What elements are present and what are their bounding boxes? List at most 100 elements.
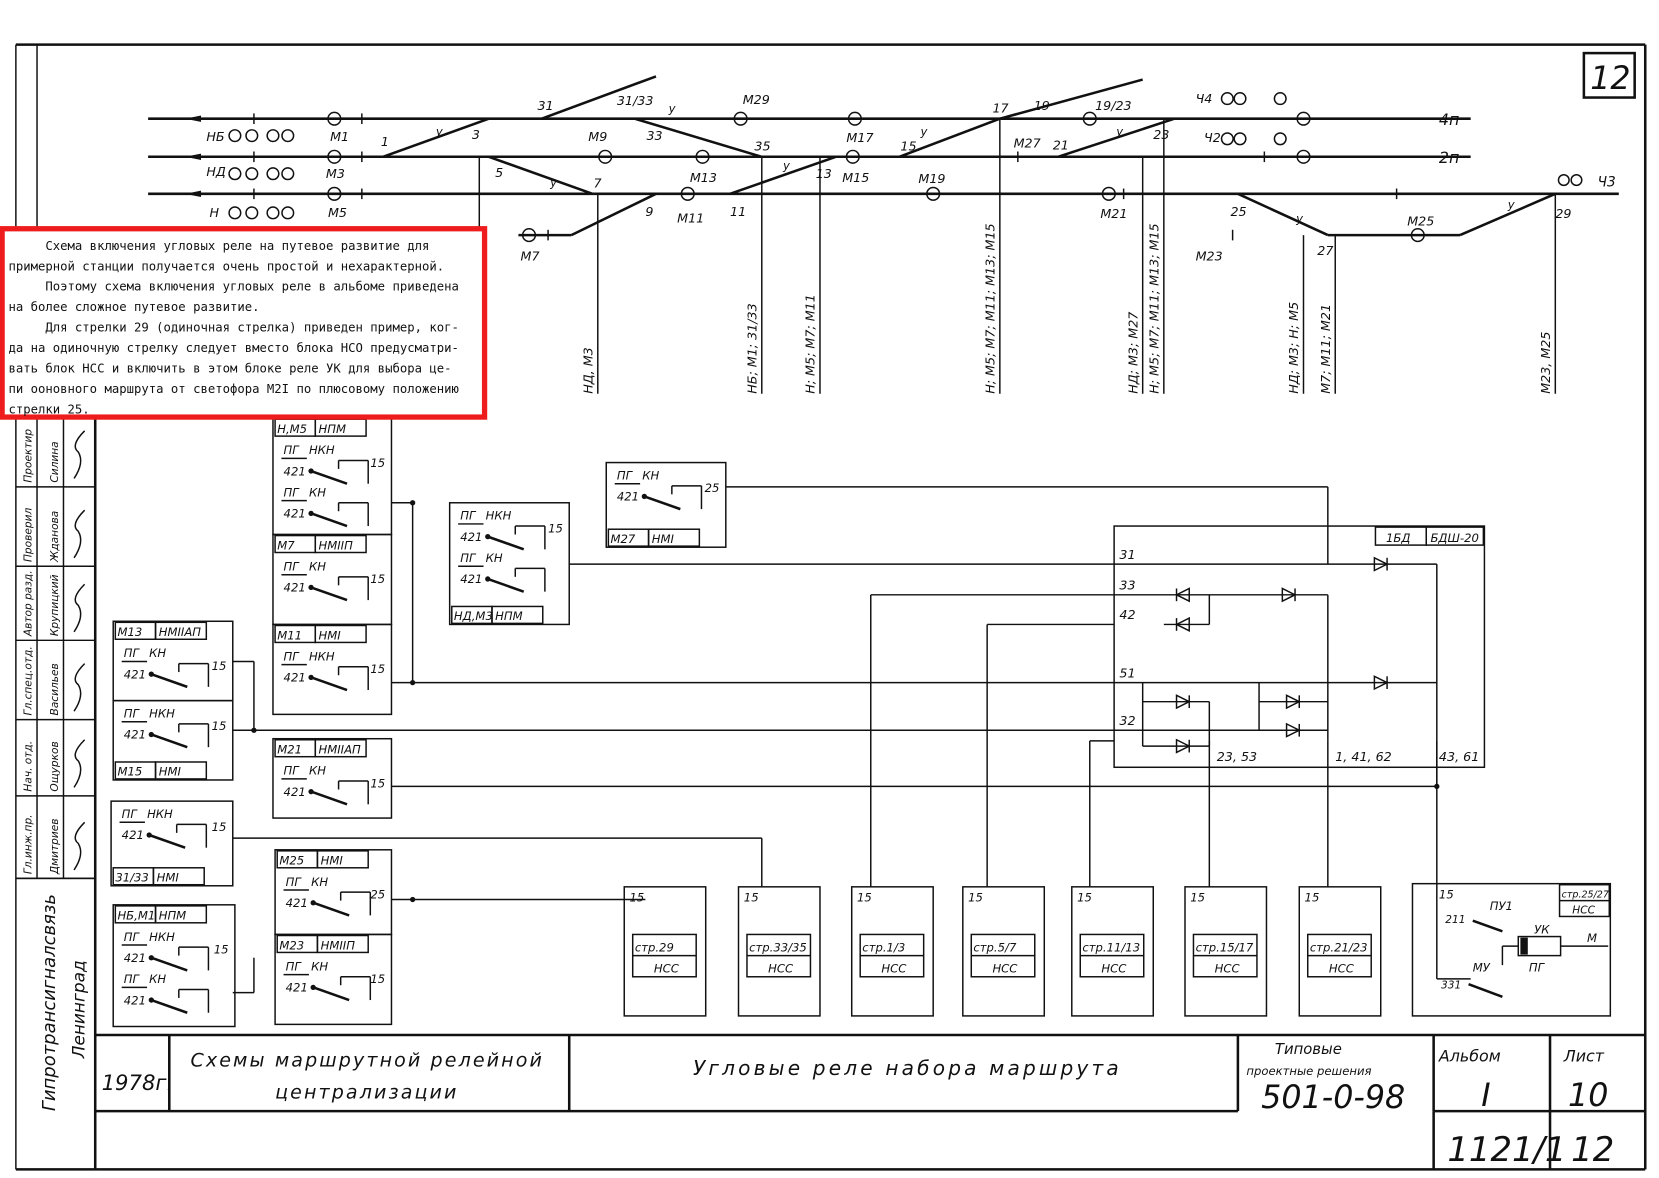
note-line: на более сложное путевое развитие.: [8, 300, 259, 314]
signal-label-m11: М11: [677, 210, 704, 225]
relay-name: ПУ1: [1490, 899, 1513, 913]
tag-cell: [314, 624, 367, 644]
signal-lamp-icon: [1220, 132, 1234, 146]
nss-block-frame: [850, 886, 934, 1017]
signal-label-m5: М5: [328, 205, 347, 220]
signal-lamp-icon: [266, 129, 280, 143]
tag-cell: [154, 621, 208, 640]
uk-block-frame: [1411, 882, 1612, 1017]
contact-from-label: ПГ: [460, 551, 477, 565]
signature: [73, 583, 86, 633]
signal-label-m19: М19: [918, 171, 945, 186]
terminal-label: 15: [1305, 891, 1320, 905]
signal-lamp-icon: [281, 206, 295, 220]
diode-icon: [1174, 616, 1190, 632]
diode-input-label: 31: [1119, 547, 1135, 562]
signal-lamp-icon: [1273, 92, 1287, 106]
junction-dot: [251, 727, 257, 733]
track-label-2p: 2п: [1439, 148, 1459, 167]
terminal-label: 421: [617, 490, 639, 504]
switch-number-7: 7: [594, 175, 602, 190]
switch-number-13: 13: [816, 166, 832, 181]
relay-tag: НМI: [318, 628, 341, 642]
wire-label: НД, М3: [581, 347, 596, 394]
track-circuit-mark: у: [1115, 125, 1124, 139]
track-circuit-mark: у: [1507, 198, 1516, 212]
note-line: вать блок НСС и включить в этом блоке ре…: [8, 361, 451, 375]
signal-label-ch3: Ч3: [1598, 174, 1616, 190]
signal-icon: [327, 111, 342, 126]
standard-label: Типовые: [1275, 1041, 1342, 1058]
switch-number-19: 19: [1034, 98, 1050, 113]
contact-lever-icon: [310, 512, 348, 528]
relay-section-frame: [112, 904, 236, 1028]
note-line: Поэтому схема включения угловых реле в а…: [8, 280, 458, 294]
contact-from-label: ПГ: [124, 646, 141, 660]
signal-tag: М25: [279, 854, 304, 868]
terminal-label: 421: [284, 671, 306, 685]
wire-label: М23, М25: [1538, 332, 1553, 394]
archive-number: 1121/1: [1447, 1130, 1566, 1169]
contact-from-label: ПГ: [284, 559, 301, 573]
relay-name: НКН: [147, 807, 173, 821]
signal-lamp-icon: [1233, 92, 1247, 106]
signal-lamp-icon: [1273, 132, 1287, 146]
sheet-title: Угловые реле набора маршрута: [693, 1056, 1122, 1080]
contact-from-label: ПГ: [124, 972, 141, 986]
terminal-label: 211: [1445, 914, 1465, 926]
track-diagonal: [898, 117, 1001, 158]
highlighted-note: Схема включения угловых реле на путевое …: [0, 226, 488, 420]
output-terminal-label: 25: [370, 887, 385, 901]
signal-tag: НБ,М1: [117, 909, 155, 923]
signal-label-nb: НБ: [206, 129, 225, 144]
track-circuit-mark: у: [549, 175, 558, 189]
signature: [73, 821, 86, 871]
signature: [73, 509, 86, 559]
signal-label-m25: М25: [1407, 214, 1434, 229]
nss-block-frame: [1071, 886, 1154, 1017]
signal-lamp-icon: [228, 206, 242, 220]
relay-name: КН: [149, 646, 166, 660]
relay-tag: НПМ: [159, 909, 187, 923]
diode-output-label: 43, 61: [1439, 749, 1479, 764]
signal-label-m13: М13: [690, 170, 717, 185]
signal-tag: М23: [279, 938, 304, 952]
nss-block-frame: [1184, 886, 1268, 1017]
tag-cell: [1425, 526, 1485, 546]
contact-lever-icon: [310, 586, 348, 602]
signal-label-nd: НД: [206, 164, 226, 179]
sheet-number-box: 12: [1582, 51, 1636, 99]
signal-tag: Н,М5: [277, 422, 307, 436]
signal-tag: М11: [277, 628, 302, 642]
diode-icon: [1175, 738, 1191, 754]
note-line: примерной станции получается очень прост…: [8, 259, 444, 273]
relay-section-frame: [110, 800, 234, 887]
signal-label-m3: М3: [326, 166, 345, 181]
block-name: стр.1/3: [862, 940, 905, 954]
block-name: стр.5/7: [973, 940, 1017, 954]
terminal-label: 421: [284, 507, 306, 521]
junction-dot: [409, 896, 416, 903]
contact-lever-icon: [487, 577, 525, 593]
relay-tag: НМIIП: [321, 938, 356, 952]
output-terminal-label: 25: [705, 481, 720, 495]
switch-number-29: 29: [1555, 206, 1571, 221]
wire-label: НБ; М1; 31/33: [744, 303, 759, 393]
output-terminal-label: 15: [212, 659, 227, 673]
signal-label-ch2: Ч2: [1204, 130, 1221, 145]
signal-label-m1: М1: [330, 129, 349, 144]
contact-lever-icon: [643, 495, 681, 511]
relay-name: НКН: [149, 707, 175, 721]
output-terminal-label: 15: [548, 521, 563, 535]
diode-input-label: 32: [1119, 713, 1135, 728]
block-name: стр.25/27: [1562, 889, 1609, 900]
sheet-value: 10: [1568, 1078, 1608, 1114]
terminal-label: 421: [460, 572, 482, 586]
terminal-label: 421: [284, 785, 306, 799]
